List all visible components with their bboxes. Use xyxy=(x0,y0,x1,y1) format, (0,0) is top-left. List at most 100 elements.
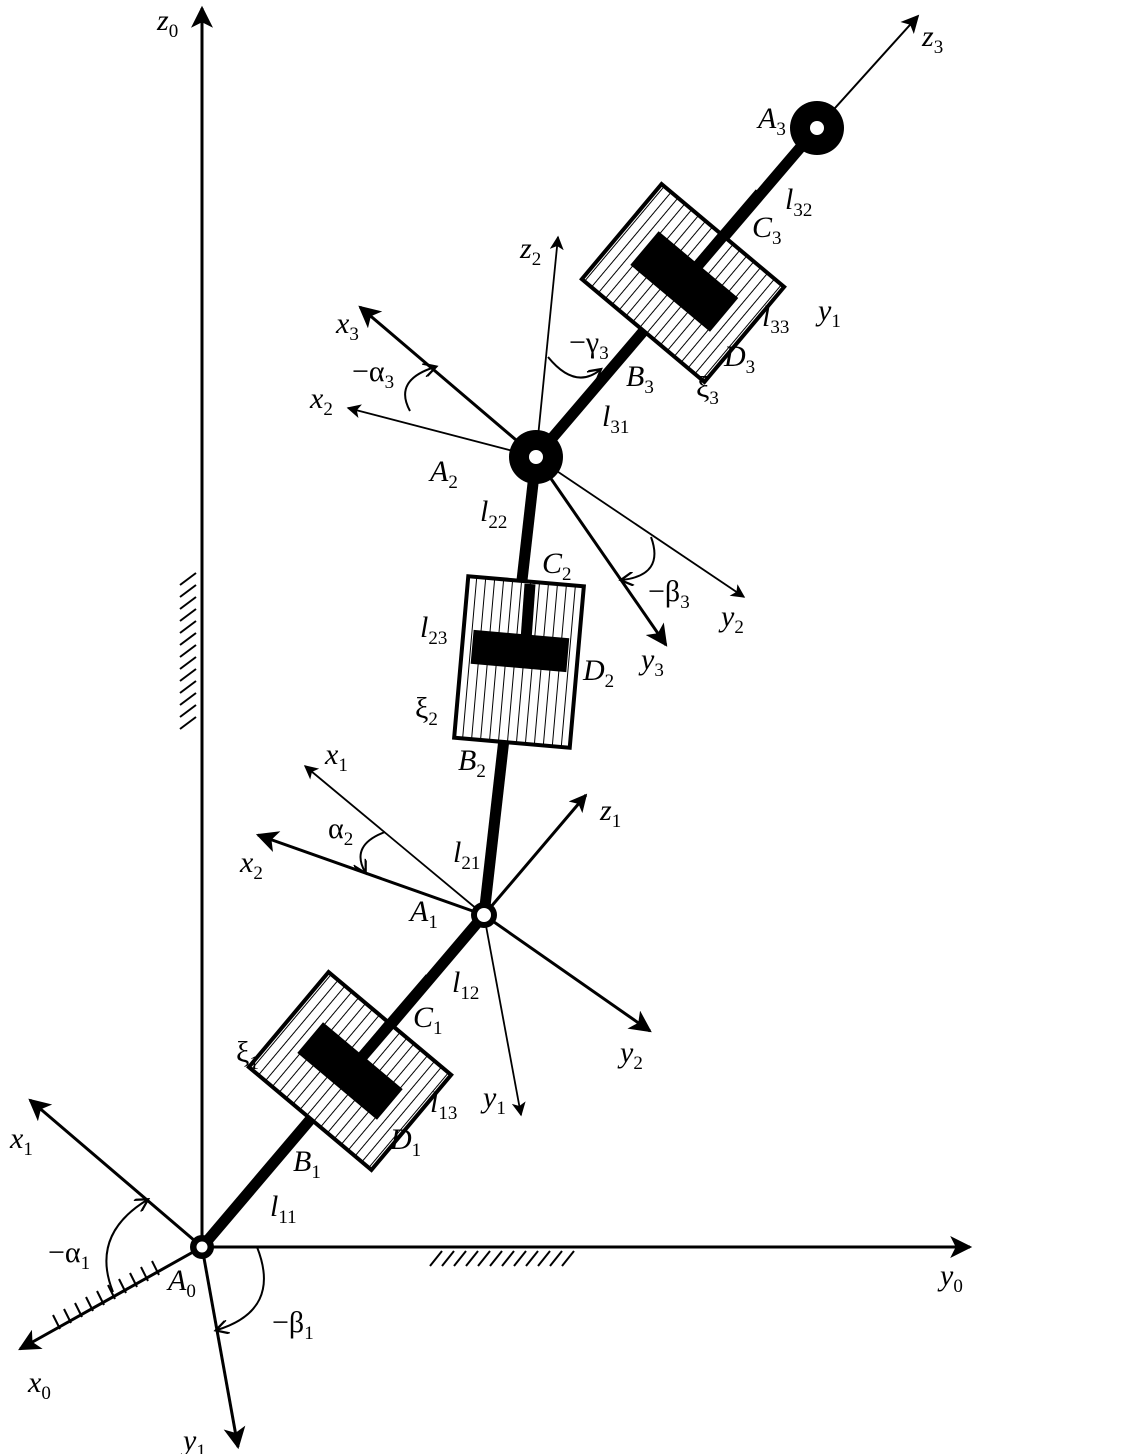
label-base: −γ xyxy=(569,326,599,359)
label-base: l xyxy=(420,611,428,644)
label-l23: l23 xyxy=(420,611,447,649)
x2-top-axis xyxy=(346,404,537,458)
label-xi2: ξ2 xyxy=(415,692,438,730)
label-subscript: 3 xyxy=(934,37,944,58)
alpha3-arc xyxy=(404,367,435,412)
label-subscript: 23 xyxy=(428,628,447,649)
label-base: x xyxy=(324,738,339,771)
label-base: x xyxy=(309,382,324,415)
label-layer: z0y0x0x1y1A0−α1−β1B1l11ξ1C1l12l13D1y1y2A… xyxy=(9,4,963,1454)
alpha1-arc xyxy=(105,1200,147,1293)
joint-A2 xyxy=(509,430,563,484)
label-base: z xyxy=(156,4,169,37)
label-base: l xyxy=(762,300,770,333)
label-subscript: 1 xyxy=(433,1018,443,1039)
x2-mid-axis xyxy=(255,831,485,917)
x1-mid-axis xyxy=(303,765,485,916)
label-subscript: 11 xyxy=(278,1207,296,1228)
label-subscript: 1 xyxy=(23,1139,33,1160)
label-base: z xyxy=(519,232,532,265)
label-base: B xyxy=(293,1145,311,1178)
label-base: x xyxy=(239,846,254,879)
label-x0: x0 xyxy=(27,1366,51,1404)
y2-top-axis xyxy=(535,456,746,598)
label-base: x xyxy=(335,307,350,340)
label-base: l xyxy=(602,400,610,433)
label-base: −β xyxy=(648,575,680,608)
label-D2: D2 xyxy=(582,654,614,692)
label-B3: B3 xyxy=(626,360,654,398)
label-B1: B1 xyxy=(293,1145,321,1183)
label-subscript: 1 xyxy=(412,1140,422,1161)
label-y1-base: y1 xyxy=(180,1424,206,1454)
ground-hatch-wall xyxy=(179,572,197,730)
label-base: l xyxy=(785,183,793,216)
label-base: l xyxy=(453,836,461,869)
label-subscript: 1 xyxy=(338,755,348,776)
label-base: z xyxy=(599,794,612,827)
gamma3-arc xyxy=(547,356,600,378)
label-D1: D1 xyxy=(389,1123,421,1161)
label-z3: z3 xyxy=(921,20,943,58)
x1-base-axis xyxy=(28,1098,203,1249)
label-base: z xyxy=(921,20,934,53)
label-subscript: 0 xyxy=(186,1281,196,1302)
label-subscript: 12 xyxy=(460,983,479,1004)
label-subscript: 3 xyxy=(349,324,359,345)
joint-A3 xyxy=(790,101,844,155)
label-base: y xyxy=(718,600,735,633)
label-subscript: 2 xyxy=(253,863,263,884)
label-l31: l31 xyxy=(602,400,629,438)
label-base: l xyxy=(270,1190,278,1223)
label-base: B xyxy=(626,360,644,393)
label-subscript: 3 xyxy=(772,228,782,249)
label-base: y xyxy=(617,1036,634,1069)
label-base: ξ xyxy=(696,371,709,404)
label-subscript: 1 xyxy=(311,1162,321,1183)
beta3-arc xyxy=(622,536,656,580)
label-l11: l11 xyxy=(270,1190,297,1228)
label-base: −α xyxy=(48,1236,81,1269)
label-base: y xyxy=(815,294,832,327)
label-subscript: 1 xyxy=(196,1441,206,1454)
label-base: y xyxy=(480,1081,497,1114)
label-subscript: 2 xyxy=(448,472,458,493)
label-l21: l21 xyxy=(453,836,480,874)
label-l12: l12 xyxy=(452,966,479,1004)
label-subscript: 2 xyxy=(428,709,438,730)
label-base: l xyxy=(452,966,460,999)
label-base: C xyxy=(752,211,773,244)
label-subscript: 3 xyxy=(644,377,654,398)
label-subscript: 0 xyxy=(41,1383,51,1404)
label-subscript: 31 xyxy=(610,417,629,438)
ground-hatch-floor xyxy=(429,1250,575,1267)
label-B2: B2 xyxy=(458,744,486,782)
label-C1: C1 xyxy=(413,1001,443,1039)
ground-hatch-diagonal xyxy=(52,1260,160,1330)
label-subscript: 1 xyxy=(249,1053,259,1074)
label-subscript: 0 xyxy=(953,1276,963,1297)
label-C3: C3 xyxy=(752,211,782,249)
label-y2-top: y2 xyxy=(718,600,744,638)
label-base: D xyxy=(389,1123,412,1156)
label-subscript: 2 xyxy=(344,829,354,850)
label-base: A xyxy=(166,1264,187,1297)
y3-axis xyxy=(534,456,668,647)
label-subscript: 2 xyxy=(476,761,486,782)
label-neg-beta3: −β3 xyxy=(648,575,690,613)
label-subscript: 3 xyxy=(776,119,786,140)
label-x1-base: x1 xyxy=(9,1122,33,1160)
label-subscript: 1 xyxy=(304,1323,314,1344)
label-x2-top: x2 xyxy=(309,382,333,420)
label-l33: l33 xyxy=(762,300,789,338)
label-base: l xyxy=(480,495,488,528)
label-subscript: 3 xyxy=(709,388,719,409)
label-subscript: 3 xyxy=(599,343,609,364)
rod-3 xyxy=(678,189,765,287)
label-y0: y0 xyxy=(937,1259,963,1297)
label-subscript: 1 xyxy=(612,811,622,832)
label-subscript: 1 xyxy=(428,912,438,933)
label-base: y xyxy=(937,1259,954,1292)
label-subscript: 2 xyxy=(323,399,333,420)
